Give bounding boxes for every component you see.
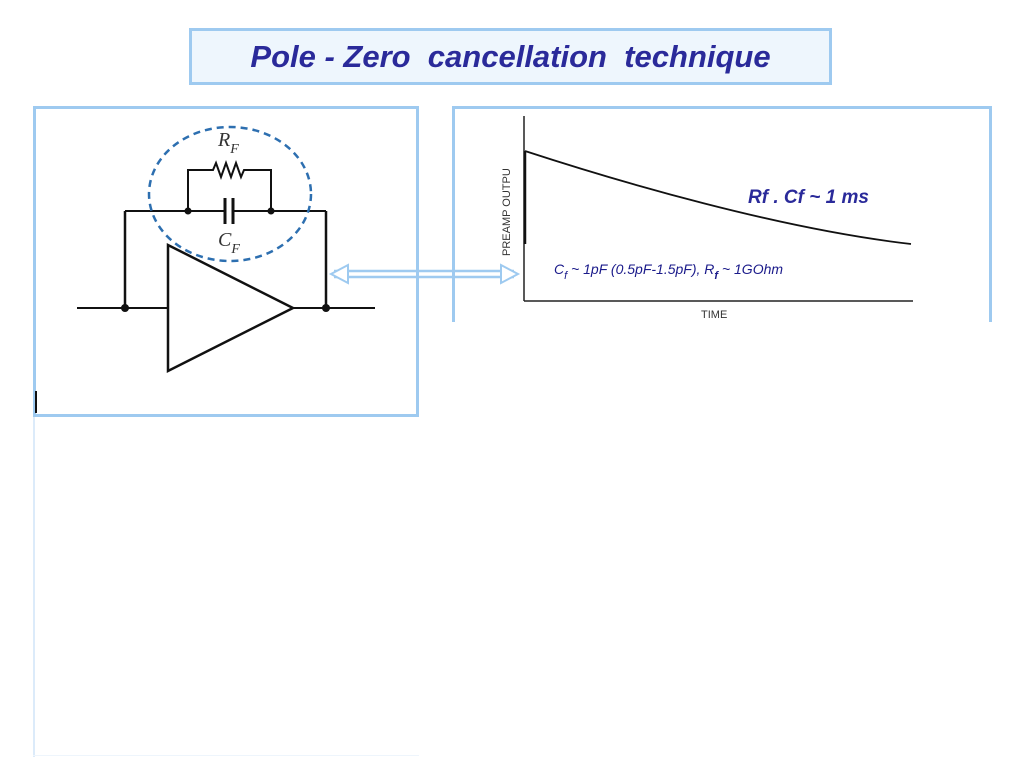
left-panel-extension-bottom <box>33 755 419 756</box>
connection-double-arrow <box>328 263 521 285</box>
plot-x-label: TIME <box>701 309 727 321</box>
junction-input <box>121 304 129 312</box>
plot-y-label: PREAMP OUTPU <box>501 168 513 256</box>
cf-label: CF <box>218 229 240 257</box>
component-values-label: Cf ~ 1pF (0.5pF-1.5pF), Rf ~ 1GOhm <box>554 261 783 282</box>
plot-panel <box>452 106 992 322</box>
junction-rf-right <box>267 207 275 215</box>
feedback-highlight-circle <box>147 125 313 263</box>
arrow-head-right <box>500 263 521 285</box>
amplifier-triangle <box>166 242 296 374</box>
rf-label: RF <box>217 129 239 157</box>
junction-dots <box>121 207 330 312</box>
title-box: Pole - Zero cancellation technique <box>189 28 832 85</box>
junction-output <box>322 304 330 312</box>
preamp-circuit <box>77 160 375 374</box>
decay-curve <box>524 150 912 245</box>
arrow-head-left <box>328 263 349 285</box>
time-constant-label: Rf . Cf ~ 1 ms <box>748 187 869 208</box>
resistor-branch <box>187 160 272 211</box>
preamp-output-plot: PREAMP OUTPU TIME Rf . Cf ~ 1 ms Cf ~ 1p… <box>501 116 913 321</box>
slide-title: Pole - Zero cancellation technique <box>250 38 771 74</box>
left-panel-extension <box>33 417 35 757</box>
circuit-panel <box>33 106 419 417</box>
junction-rf-left <box>184 207 192 215</box>
